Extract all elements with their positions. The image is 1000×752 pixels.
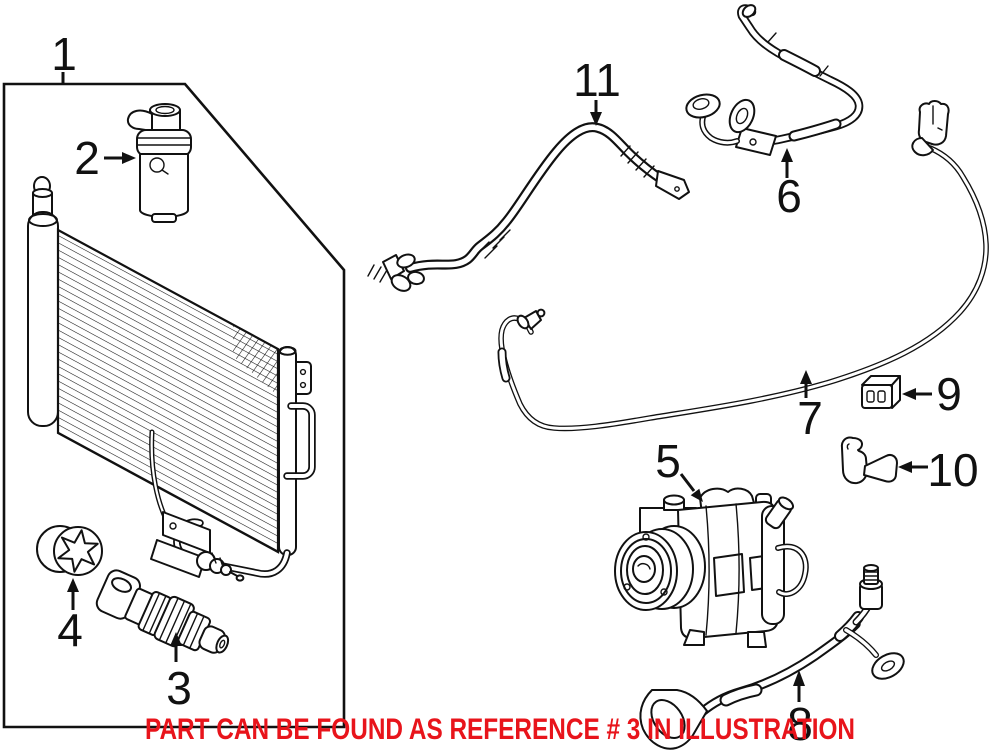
mounting-bracket bbox=[840, 436, 898, 485]
sealing-cap bbox=[36, 525, 103, 576]
condenser bbox=[27, 176, 316, 582]
refrigerant-hose bbox=[639, 564, 905, 750]
condenser-fins bbox=[56, 228, 280, 554]
callout-10-number: 10 bbox=[927, 444, 978, 496]
callout-9: 9 bbox=[902, 368, 962, 420]
callout-1-number: 1 bbox=[51, 28, 77, 80]
compressor bbox=[614, 487, 809, 648]
callout-2-number: 2 bbox=[74, 132, 100, 184]
receiver-drier bbox=[126, 103, 192, 223]
service-valve bbox=[95, 569, 230, 654]
callout-5: 5 bbox=[655, 435, 703, 502]
callout-7: 7 bbox=[797, 370, 823, 444]
callout-2: 2 bbox=[74, 132, 136, 184]
callout-11-number: 11 bbox=[573, 54, 621, 106]
callout-5-number: 5 bbox=[655, 435, 681, 487]
callout-8: 8 bbox=[787, 670, 813, 750]
notice-text: PART CAN BE FOUND AS REFERENCE # 3 IN IL… bbox=[145, 713, 855, 746]
callout-1: 1 bbox=[51, 28, 77, 83]
condenser-crosshatch bbox=[233, 324, 278, 396]
discharge-hose bbox=[685, 4, 864, 156]
callout-9-number: 9 bbox=[936, 368, 962, 420]
callout-8-number: 8 bbox=[787, 698, 813, 750]
callout-3: 3 bbox=[166, 632, 192, 714]
callout-7-number: 7 bbox=[797, 392, 823, 444]
callout-4-number: 4 bbox=[57, 604, 83, 656]
callout-11: 11 bbox=[573, 54, 621, 126]
callout-6-number: 6 bbox=[776, 170, 802, 222]
callout-4: 4 bbox=[57, 578, 83, 656]
clamp-block bbox=[861, 375, 901, 409]
suction-hose bbox=[367, 122, 690, 292]
refrigerant-pipe bbox=[497, 100, 989, 432]
reference-box-outline bbox=[2, 82, 346, 729]
callout-3-number: 3 bbox=[166, 662, 192, 714]
callout-6: 6 bbox=[776, 148, 802, 222]
callout-10: 10 bbox=[898, 444, 979, 496]
